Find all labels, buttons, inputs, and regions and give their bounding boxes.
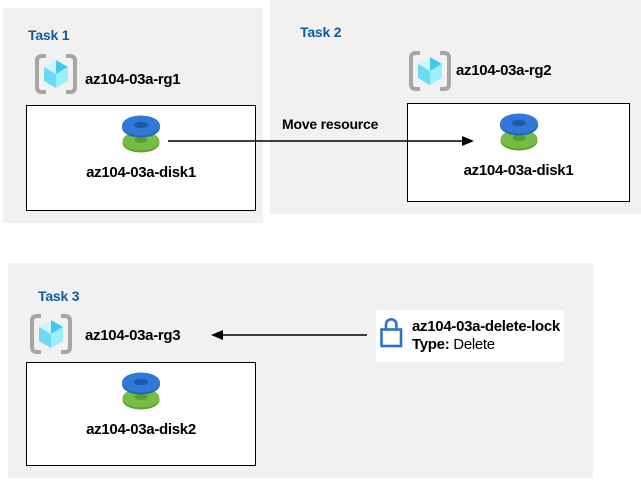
- delete-lock-type-value: Delete: [453, 336, 495, 353]
- task1-title: Task 1: [28, 26, 70, 43]
- task2-disk-box: az104-03a-disk1: [407, 103, 630, 202]
- task3-disk-box: az104-03a-disk2: [26, 362, 256, 466]
- task1-disk-box: az104-03a-disk1: [26, 105, 256, 211]
- delete-lock-text: az104-03a-delete-lock Type: Delete: [412, 312, 560, 354]
- lock-icon: [377, 312, 405, 352]
- task1-panel: Task 1 az104-03a-rg1: [3, 8, 263, 223]
- resource-group-icon: [407, 50, 453, 97]
- disk-icon: [496, 112, 542, 157]
- task1-resource-group-label: az104-03a-rg1: [85, 71, 181, 88]
- task3-resource-group-label: az104-03a-rg3: [85, 327, 181, 344]
- task2-resource-group-label: az104-03a-rg2: [456, 62, 552, 79]
- task2-disk-label: az104-03a-disk1: [463, 162, 574, 179]
- disk-icon: [118, 114, 164, 159]
- task2-title: Task 2: [300, 23, 342, 40]
- task3-disk-label: az104-03a-disk2: [86, 421, 196, 438]
- delete-lock-type-label: Type:: [412, 336, 450, 353]
- task3-title: Task 3: [38, 287, 80, 304]
- task2-panel: Task 2 az104-03a-rg2: [270, 0, 641, 214]
- task3-panel: Task 3 az104-03a-rg3: [8, 263, 593, 478]
- disk-icon: [118, 371, 164, 416]
- resource-group-icon: [33, 53, 79, 100]
- delete-lock-name: az104-03a-delete-lock: [412, 318, 560, 335]
- delete-lock-group: az104-03a-delete-lock Type: Delete: [376, 310, 564, 362]
- task1-disk-label: az104-03a-disk1: [86, 164, 196, 181]
- delete-lock-type-line: Type: Delete: [412, 336, 560, 354]
- move-resource-label: Move resource: [282, 116, 379, 132]
- resource-group-icon: [28, 313, 74, 360]
